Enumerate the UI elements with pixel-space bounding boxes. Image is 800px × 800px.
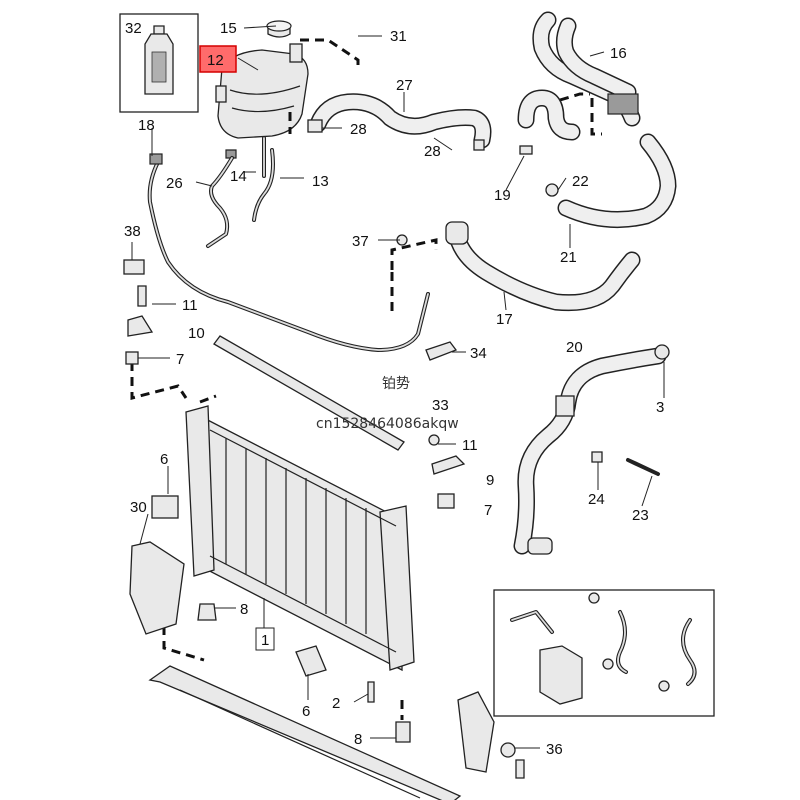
watermark-cn: 铂势	[382, 376, 410, 392]
detail-inset	[493, 589, 715, 717]
label-13: 13	[312, 173, 329, 190]
label-3: 3	[656, 399, 664, 416]
label-26: 26	[166, 175, 183, 192]
label-6-a: 6	[160, 451, 168, 468]
label-2: 2	[332, 695, 340, 712]
label-38: 38	[124, 223, 141, 240]
label-22: 22	[572, 173, 589, 190]
label-28-b: 28	[424, 143, 441, 160]
label-11-a: 11	[182, 297, 198, 314]
label-36: 36	[546, 741, 563, 758]
label-32: 32	[125, 20, 142, 37]
label-9: 9	[486, 472, 494, 489]
label-33: 33	[432, 397, 449, 414]
label-37: 37	[352, 233, 369, 250]
label-31: 31	[390, 28, 407, 45]
label-20: 20	[566, 339, 583, 356]
clip-38	[123, 259, 145, 275]
label-17: 17	[496, 311, 513, 328]
radiator	[185, 405, 415, 672]
label-23: 23	[632, 507, 649, 524]
label-8-a: 8	[240, 601, 248, 618]
label-34: 34	[470, 345, 487, 362]
label-12-highlight	[199, 45, 237, 73]
label-30: 30	[130, 499, 147, 516]
label-24: 24	[588, 491, 605, 508]
label-6-b: 6	[302, 703, 310, 720]
label-1: 1	[261, 632, 269, 649]
label-18: 18	[138, 117, 155, 134]
label-8-b: 8	[354, 731, 362, 748]
label-19: 19	[494, 187, 511, 204]
label-28-a: 28	[350, 121, 367, 138]
label-27: 27	[396, 77, 413, 94]
label-11-b: 11	[462, 437, 478, 454]
label-7-a: 7	[176, 351, 184, 368]
label-16: 16	[610, 45, 627, 62]
label-21: 21	[560, 249, 577, 266]
label-12: 12	[207, 52, 224, 69]
bracket-30-pad	[151, 495, 179, 519]
watermark-id: cn1528464086akqw	[316, 416, 459, 432]
label-15: 15	[220, 20, 237, 37]
label-10: 10	[188, 325, 205, 342]
coolant-bottle-inset	[119, 13, 199, 113]
label-1-box	[255, 627, 275, 651]
label-7-b: 7	[484, 502, 492, 519]
expansion-tank	[215, 20, 309, 178]
label-14: 14	[230, 168, 247, 185]
